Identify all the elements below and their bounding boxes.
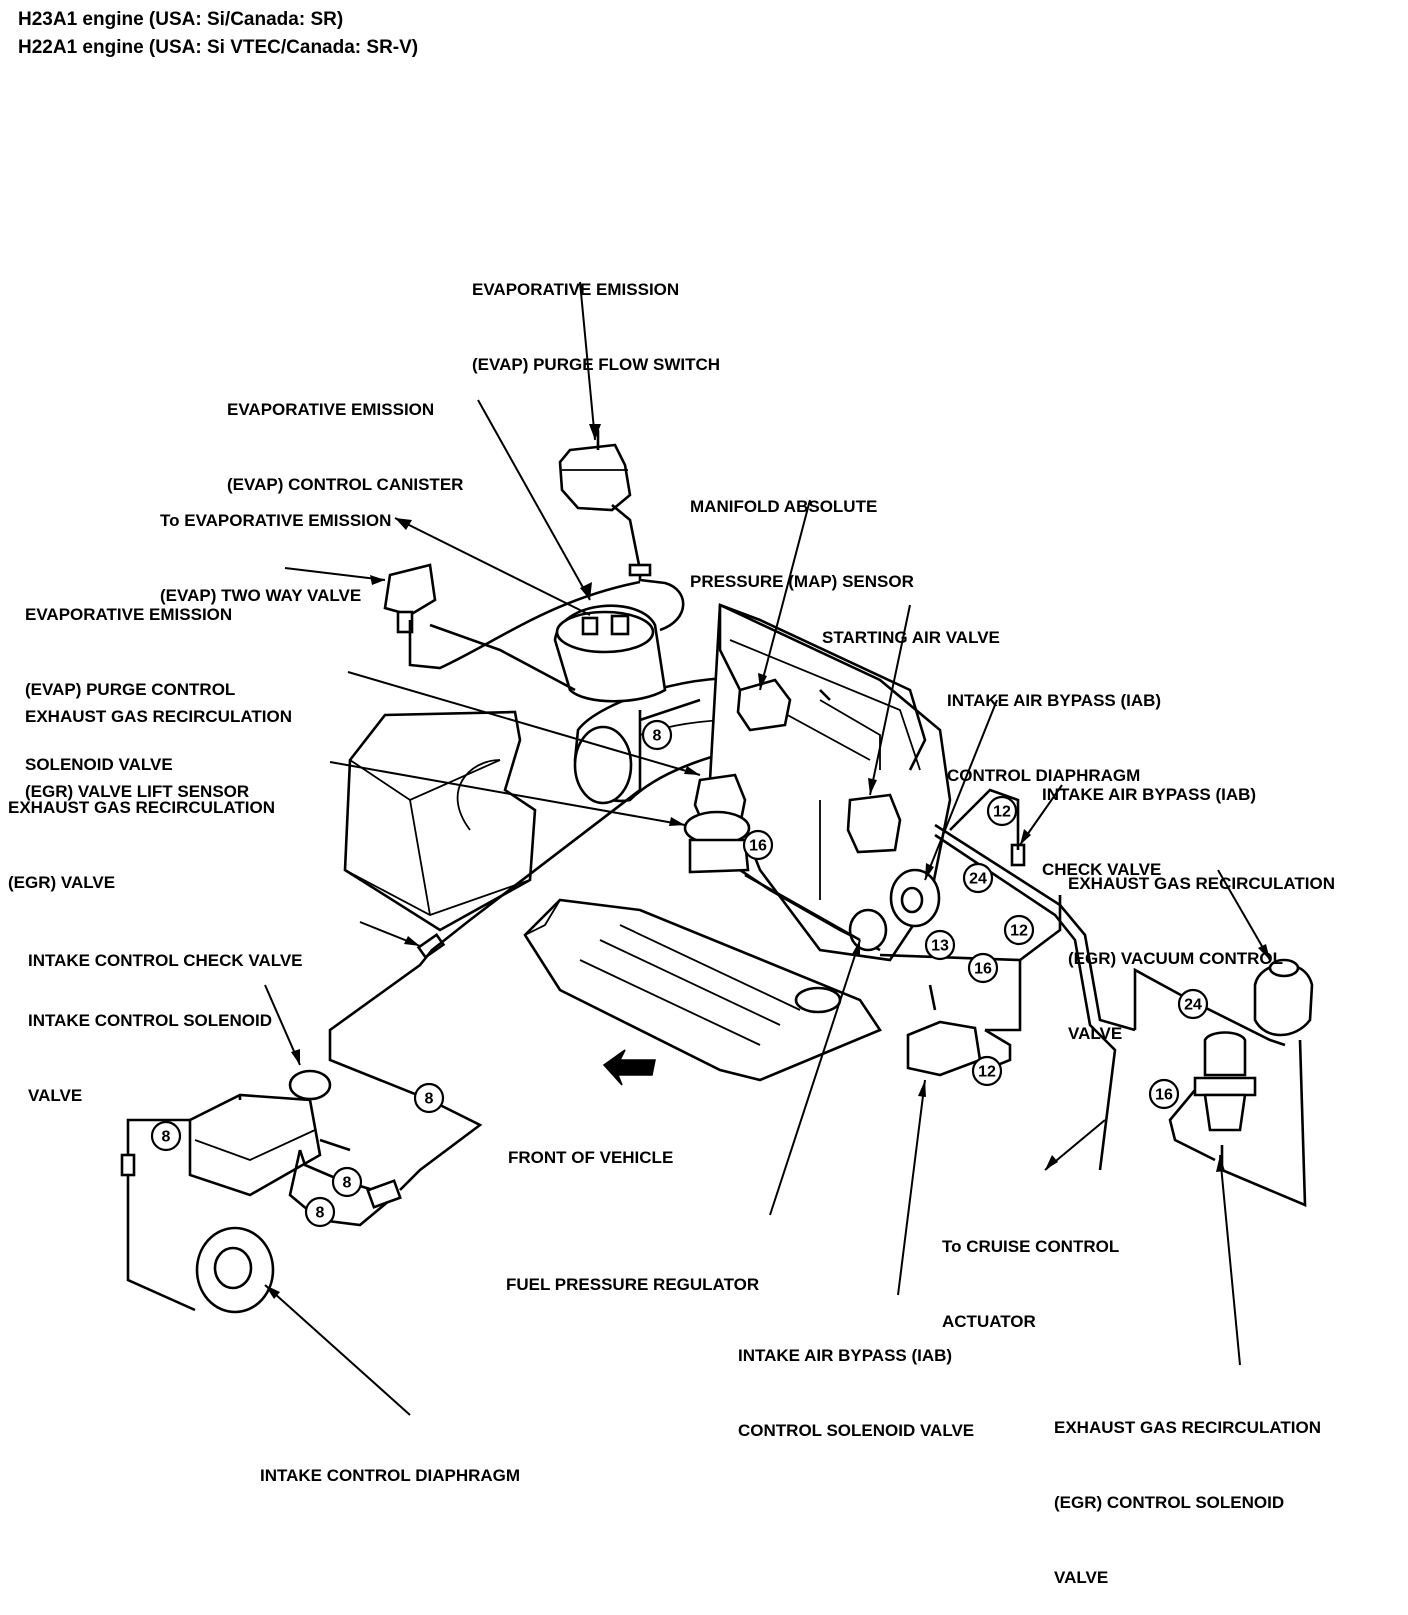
map-sensor-part (736, 678, 792, 732)
intake-check-valve-part (416, 932, 446, 960)
label-fuel-pressure-regulator: FUEL PRESSURE REGULATOR (506, 1275, 760, 1294)
hose-size-iab-solenoid: 12 (971, 1055, 1003, 1087)
label-evap-purge-flow-switch: EVAPORATIVE EMISSION (EVAP) PURGE FLOW S… (472, 280, 721, 374)
vacuum-hose-diagram: 8 16 12 24 12 13 16 12 24 16 8 8 8 8 (120, 281, 1314, 1416)
hose-size-fuel-reg: 16 (967, 952, 999, 984)
egr-control-solenoid-part (1193, 1031, 1257, 1132)
egr-valve-part (683, 773, 751, 874)
air-cleaner-housing (343, 710, 537, 932)
hose-size-iab-check-lower: 12 (1003, 914, 1035, 946)
label-egr-valve: EXHAUST GAS RECIRCULATION (EGR) VALVE (8, 798, 275, 892)
label-iab-check-valve: INTAKE AIR BYPASS (IAB) CHECK VALVE (1042, 785, 1257, 879)
hose-size-iab-diaphragm-lower: 13 (924, 929, 956, 961)
egr-vacuum-control-valve-part (1253, 958, 1314, 1037)
intake-control-diaphragm-part (195, 1226, 275, 1314)
label-egr-control-solenoid: EXHAUST GAS RECIRCULATION (EGR) CONTROL … (1054, 1418, 1321, 1587)
label-starting-air-valve: STARTING AIR VALVE (822, 628, 1000, 647)
svg-text:16: 16 (974, 961, 992, 978)
svg-text:24: 24 (969, 871, 987, 888)
starting-air-valve-part (846, 793, 902, 854)
hose-size-intake-upper: 8 (641, 719, 673, 751)
label-intake-control-solenoid: INTAKE CONTROL SOLENOID VALVE (28, 1011, 272, 1105)
svg-text:12: 12 (1010, 923, 1028, 940)
label-intake-control-check-valve: INTAKE CONTROL CHECK VALVE (28, 951, 303, 970)
fuel-pressure-regulator-part (848, 908, 888, 952)
label-egr-vacuum-control-valve: EXHAUST GAS RECIRCULATION (EGR) VACUUM C… (1068, 874, 1335, 1043)
hose-size-intake-sol-b: 8 (304, 1196, 336, 1228)
evap-canister (553, 604, 667, 703)
vacuum-hoses (120, 430, 1307, 1312)
evap-purge-solenoid-part (383, 563, 437, 634)
svg-text:8: 8 (343, 1175, 352, 1192)
svg-text:16: 16 (749, 838, 767, 855)
page-header: H23A1 engine (USA: Si/Canada: SR) H22A1 … (18, 6, 418, 62)
hose-size-egr-valve: 16 (742, 829, 774, 861)
hose-size-intake-left: 8 (150, 1120, 182, 1152)
svg-text:24: 24 (1184, 997, 1202, 1014)
svg-text:8: 8 (653, 728, 662, 745)
label-front-of-vehicle: FRONT OF VEHICLE (508, 1148, 674, 1167)
svg-text:16: 16 (1155, 1087, 1173, 1104)
label-to-evap-two-way-valve: To EVAPORATIVE EMISSION (EVAP) TWO WAY V… (160, 511, 392, 605)
svg-text:12: 12 (978, 1064, 996, 1081)
label-intake-control-diaphragm: INTAKE CONTROL DIAPHRAGM (260, 1466, 521, 1485)
hose-size-iab-check-top: 12 (986, 795, 1018, 827)
label-iab-control-diaphragm: INTAKE AIR BYPASS (IAB) CONTROL DIAPHRAG… (947, 691, 1162, 785)
header-line-1: H23A1 engine (USA: Si/Canada: SR) (18, 9, 344, 30)
leader-lines (264, 281, 1271, 1416)
hose-size-intake-mid: 8 (413, 1082, 445, 1114)
label-to-cruise-control-actuator: To CRUISE CONTROL ACTUATOR (942, 1237, 1120, 1331)
svg-text:13: 13 (931, 938, 949, 955)
hose-size-iab-diaphragm: 24 (962, 862, 994, 894)
label-evap-purge-control-solenoid: EVAPORATIVE EMISSION (EVAP) PURGE CONTRO… (25, 605, 236, 774)
svg-text:8: 8 (316, 1205, 325, 1222)
svg-text:12: 12 (993, 804, 1011, 821)
iab-diaphragm-part (889, 868, 941, 928)
iab-solenoid-part (906, 1020, 982, 1077)
label-evap-control-canister: EVAPORATIVE EMISSION (EVAP) CONTROL CANI… (227, 400, 464, 494)
label-map-sensor: MANIFOLD ABSOLUTE PRESSURE (MAP) SENSOR (690, 497, 914, 591)
svg-text:8: 8 (425, 1091, 434, 1108)
front-of-vehicle-arrow (602, 1049, 656, 1086)
evap-purge-flow-switch-part (558, 443, 632, 512)
svg-text:8: 8 (162, 1129, 171, 1146)
hose-size-egr-solenoid: 16 (1148, 1078, 1180, 1110)
header-line-2: H22A1 engine (USA: Si VTEC/Canada: SR-V) (18, 37, 419, 58)
label-egr-valve-lift-sensor: EXHAUST GAS RECIRCULATION (EGR) VALVE LI… (25, 707, 292, 801)
hose-size-egr-vacuum: 24 (1177, 988, 1209, 1020)
label-iab-control-solenoid: INTAKE AIR BYPASS (IAB) CONTROL SOLENOID… (738, 1346, 975, 1440)
valve-cover (523, 898, 882, 1082)
hose-size-intake-sol-a: 8 (331, 1166, 363, 1198)
